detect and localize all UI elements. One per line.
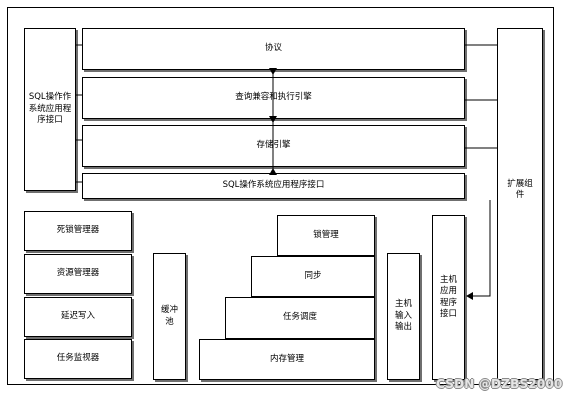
protocol-box: 协议 [82,28,465,70]
extension-box: 扩展组件 [497,28,543,380]
storage-engine-box: 存储引擎 [82,125,465,167]
host-io-box: 主机输入输出 [387,253,420,380]
memory-management-box: 内存管理 [199,339,375,380]
host-api-label: 主机应用程序接口 [439,274,457,319]
protocol-label: 协议 [264,43,282,54]
buffer-pool-label: 缓冲池 [160,305,178,327]
memory-management-label: 内存管理 [269,353,304,364]
deadlock-manager-box: 死锁管理器 [24,211,132,251]
host-api-box: 主机应用程序接口 [432,215,465,380]
task-monitor-box: 任务监视器 [24,339,132,379]
sql-os-api-bottom-label: SQL操作系统应用程序接口 [222,180,325,191]
host-io-label: 主机输入输出 [394,299,412,333]
sync-box: 同步 [251,256,375,297]
lazy-writer-box: 延迟写入 [24,297,132,337]
sync-label: 同步 [304,270,322,281]
lock-management-label: 锁管理 [313,229,339,240]
watermark: CSDN @DZBS2000 [436,377,563,391]
task-monitor-label: 任务监视器 [56,353,100,364]
query-engine-label: 查询兼容和执行引擎 [235,92,312,103]
lock-management-box: 锁管理 [277,215,375,256]
resource-manager-box: 资源管理器 [24,254,132,294]
storage-engine-label: 存储引擎 [256,140,291,151]
deadlock-manager-label: 死锁管理器 [56,225,100,236]
sql-os-api-bottom-box: SQL操作系统应用程序接口 [82,173,465,199]
buffer-pool-box: 缓冲池 [153,253,186,380]
sql-os-api-left-label: SQL操作作系统应用程序接口 [28,92,72,126]
task-scheduling-label: 任务调度 [282,312,317,323]
extension-label: 扩展组件 [507,179,533,201]
resource-manager-label: 资源管理器 [56,268,100,279]
query-engine-box: 查询兼容和执行引擎 [82,77,465,119]
lazy-writer-label: 延迟写入 [60,311,95,322]
sql-os-api-left-box: SQL操作作系统应用程序接口 [24,28,76,191]
task-scheduling-box: 任务调度 [225,297,375,339]
